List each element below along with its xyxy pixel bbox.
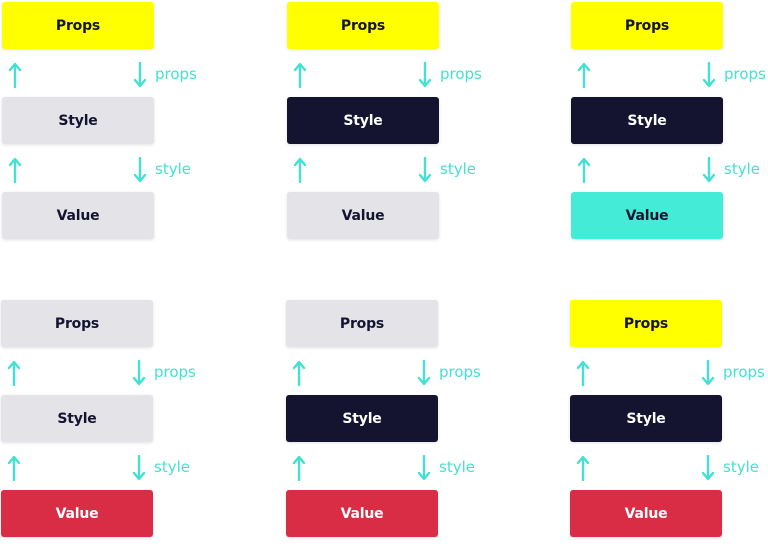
props-box: Props xyxy=(570,300,722,347)
diagram-4: Props props Style style Value xyxy=(1,300,196,540)
props-arrow-label: props xyxy=(724,65,766,83)
props-box: Props xyxy=(571,2,723,49)
props-box: Props xyxy=(1,300,153,347)
value-label: Value xyxy=(625,207,669,224)
props-label: Props xyxy=(54,315,100,332)
arrow-up-icon xyxy=(293,157,307,183)
arrow-up-icon xyxy=(7,360,21,386)
value-box: Value xyxy=(570,490,722,537)
style-arrow-label: style xyxy=(723,458,759,476)
arrow-down-icon xyxy=(418,157,432,183)
arrow-up-icon xyxy=(576,455,590,481)
style-box: Style xyxy=(286,395,438,442)
arrow-up-icon xyxy=(293,62,307,88)
style-label: Style xyxy=(57,410,97,427)
style-arrow-label: style xyxy=(724,160,760,178)
style-label: Style xyxy=(626,410,666,427)
arrow-down-icon xyxy=(701,455,715,481)
arrow-down-icon xyxy=(133,62,147,88)
props-arrow-label: props xyxy=(440,65,482,83)
arrow-down-icon xyxy=(702,62,716,88)
arrow-up-icon xyxy=(292,455,306,481)
diagram-2: Props props Style style Value xyxy=(287,2,482,242)
style-box: Style xyxy=(570,395,722,442)
diagram-3: Props props Style style Value xyxy=(571,2,766,242)
arrow-down-icon xyxy=(132,360,146,386)
props-box: Props xyxy=(287,2,439,49)
arrow-down-icon xyxy=(133,157,147,183)
arrow-up-icon xyxy=(577,157,591,183)
props-label: Props xyxy=(624,17,670,34)
value-box: Value xyxy=(1,490,153,537)
props-arrow-label: props xyxy=(155,65,197,83)
arrow-down-icon xyxy=(702,157,716,183)
style-arrow-label: style xyxy=(440,160,476,178)
arrow-down-icon xyxy=(418,62,432,88)
props-label: Props xyxy=(339,315,385,332)
style-arrow-label: style xyxy=(439,458,475,476)
props-arrow-label: props xyxy=(154,363,196,381)
arrow-down-icon xyxy=(417,360,431,386)
value-box: Value xyxy=(2,192,154,239)
value-box: Value xyxy=(571,192,723,239)
value-label: Value xyxy=(340,505,384,522)
diagram-6: Props props Style style Value xyxy=(570,300,765,540)
value-box: Value xyxy=(286,490,438,537)
props-label: Props xyxy=(623,315,669,332)
diagram-5: Props props Style style Value xyxy=(286,300,481,540)
style-box: Style xyxy=(1,395,153,442)
value-box: Value xyxy=(287,192,439,239)
value-label: Value xyxy=(55,505,99,522)
diagram-1: Props props Style style Value xyxy=(2,2,197,242)
arrow-down-icon xyxy=(701,360,715,386)
props-box: Props xyxy=(2,2,154,49)
style-box: Style xyxy=(2,97,154,144)
style-label: Style xyxy=(343,112,383,129)
arrow-down-icon xyxy=(417,455,431,481)
props-label: Props xyxy=(55,17,101,34)
arrow-down-icon xyxy=(132,455,146,481)
style-label: Style xyxy=(342,410,382,427)
value-label: Value xyxy=(56,207,100,224)
style-label: Style xyxy=(627,112,667,129)
props-arrow-label: props xyxy=(723,363,765,381)
arrow-up-icon xyxy=(292,360,306,386)
style-arrow-label: style xyxy=(154,458,190,476)
value-label: Value xyxy=(341,207,385,224)
arrow-up-icon xyxy=(576,360,590,386)
arrow-up-icon xyxy=(7,455,21,481)
arrow-up-icon xyxy=(8,157,22,183)
style-arrow-label: style xyxy=(155,160,191,178)
props-label: Props xyxy=(340,17,386,34)
arrow-up-icon xyxy=(577,62,591,88)
props-arrow-label: props xyxy=(439,363,481,381)
value-label: Value xyxy=(624,505,668,522)
arrow-up-icon xyxy=(8,62,22,88)
props-box: Props xyxy=(286,300,438,347)
style-box: Style xyxy=(287,97,439,144)
style-box: Style xyxy=(571,97,723,144)
style-label: Style xyxy=(58,112,98,129)
